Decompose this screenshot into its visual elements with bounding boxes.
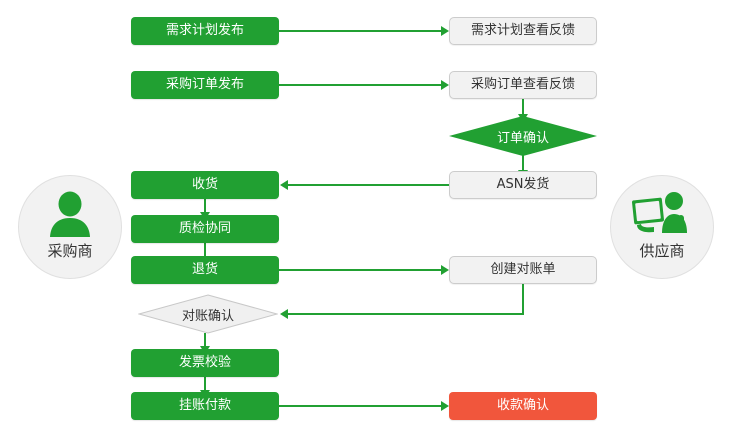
actor-supplier-label: 供应商 [639, 242, 685, 260]
node-create-reconciliation-statement[interactable]: 创建对账单 [449, 256, 597, 284]
diamond-shape-green [449, 116, 597, 156]
edge-n10-to-n11-segment-horizontal [288, 313, 524, 315]
node-demand-plan-view-feedback[interactable]: 需求计划查看反馈 [449, 17, 597, 45]
edge-n13-to-n14 [279, 405, 442, 407]
edge-n7-to-n8 [204, 199, 206, 214]
edge-n6-to-n7 [288, 184, 449, 186]
node-invoice-verification[interactable]: 发票校验 [131, 349, 279, 377]
edge-n4-to-n5 [522, 99, 524, 116]
user-at-computer-icon [631, 190, 693, 238]
node-purchase-order-view-feedback[interactable]: 采购订单查看反馈 [449, 71, 597, 99]
node-goods-receipt[interactable]: 收货 [131, 171, 279, 199]
node-payment-receipt-confirm[interactable]: 收款确认 [449, 392, 597, 420]
edge-n3-to-n4 [279, 84, 442, 86]
node-order-confirm-decision[interactable]: 订单确认 [449, 116, 597, 156]
edge-n1-to-n2 [279, 30, 442, 32]
node-purchase-order-publish[interactable]: 采购订单发布 [131, 71, 279, 99]
edge-n9-to-n10-arrowhead [441, 265, 449, 275]
node-reconciliation-confirm-decision[interactable]: 对账确认 [138, 294, 278, 334]
edge-n8-to-n9 [204, 243, 206, 258]
actor-buyer-label: 采购商 [47, 242, 93, 260]
actor-buyer[interactable]: 采购商 [18, 175, 122, 279]
edge-n13-to-n14-arrowhead [441, 401, 449, 411]
actor-supplier[interactable]: 供应商 [610, 175, 714, 279]
node-reconciliation-confirm-label: 对账确认 [181, 308, 234, 324]
edge-n10-to-n11-segment-vertical [522, 284, 524, 314]
edge-n3-to-n4-arrowhead [441, 80, 449, 90]
node-demand-plan-publish[interactable]: 需求计划发布 [131, 17, 279, 45]
edge-n9-to-n10 [279, 269, 442, 271]
diamond-shape-gray [138, 294, 278, 334]
edge-n6-to-n7-arrowhead [280, 180, 288, 190]
edge-n1-to-n2-arrowhead [441, 26, 449, 36]
edge-n10-to-n11-arrowhead [280, 309, 288, 319]
node-return-goods[interactable]: 退货 [131, 256, 279, 284]
edge-n11-to-n12 [204, 333, 206, 348]
edge-n12-to-n13 [204, 377, 206, 392]
edge-n5-to-n6 [522, 155, 524, 172]
node-order-confirm-label: 订单确认 [496, 130, 549, 146]
user-icon [39, 190, 101, 238]
node-quality-inspection-collab[interactable]: 质检协同 [131, 215, 279, 243]
node-accrual-payment[interactable]: 挂账付款 [131, 392, 279, 420]
node-asn-shipment[interactable]: ASN发货 [449, 171, 597, 199]
